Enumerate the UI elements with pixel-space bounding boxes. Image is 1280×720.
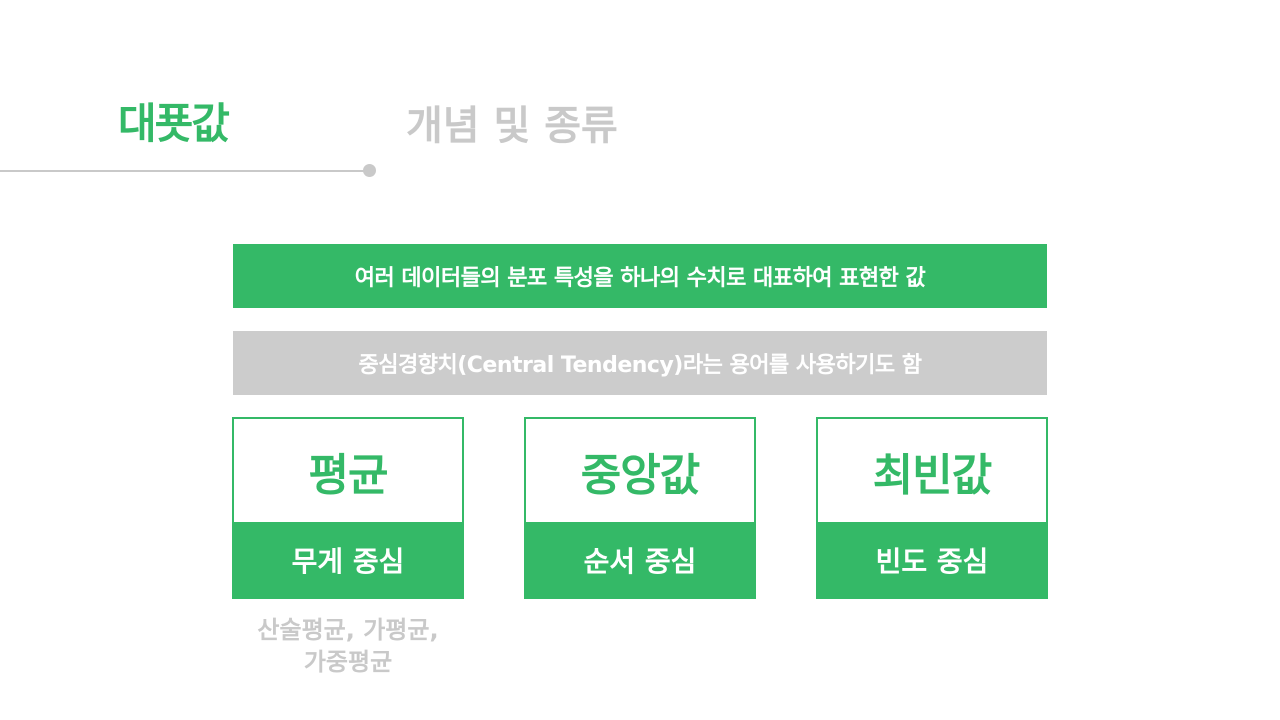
divider-dot: [363, 164, 376, 177]
mean-types-line-2: 가중평균: [303, 648, 393, 676]
alias-banner: 중심경향치(Central Tendency)라는 용어를 사용하기도 함: [233, 331, 1047, 395]
page-subtitle: 개념 및 종류: [406, 103, 618, 149]
card-mode-caption: 빈도 중심: [818, 522, 1046, 597]
definition-banner: 여러 데이터들의 분포 특성을 하나의 수치로 대표하여 표현한 값: [233, 244, 1047, 308]
mean-types-line-1: 산술평균, 가평균,: [257, 616, 439, 644]
card-median-caption: 순서 중심: [526, 522, 754, 597]
card-mean: 평균 무게 중심: [232, 417, 464, 599]
card-mode-title: 최빈값: [872, 449, 992, 501]
card-mean-caption: 무게 중심: [234, 522, 462, 597]
divider-line: [0, 170, 368, 172]
card-median-title: 중앙값: [580, 449, 700, 501]
definition-text: 여러 데이터들의 분포 특성을 하나의 수치로 대표하여 표현한 값: [354, 266, 926, 291]
card-mean-title: 평균: [308, 449, 389, 501]
page-title: 대푯값: [118, 99, 230, 148]
card-median: 중앙값 순서 중심: [524, 417, 756, 599]
mean-types-note: 산술평균, 가평균, 가중평균: [232, 614, 464, 678]
alias-text: 중심경향치(Central Tendency)라는 용어를 사용하기도 함: [358, 353, 922, 378]
card-mode: 최빈값 빈도 중심: [816, 417, 1048, 599]
